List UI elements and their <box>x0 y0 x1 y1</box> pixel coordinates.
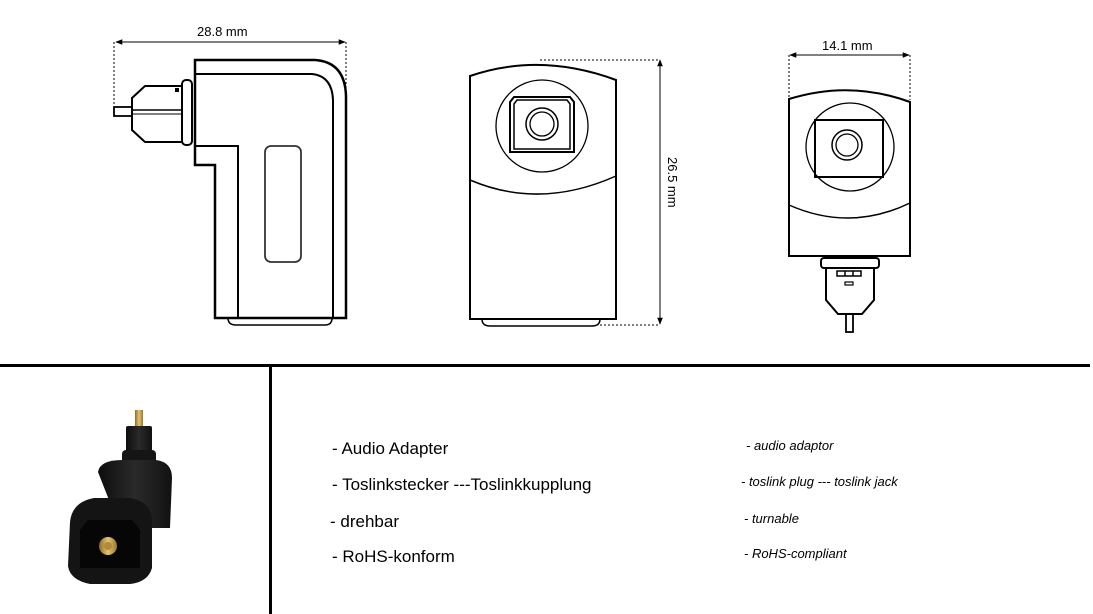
feature-en-3: - turnable <box>744 511 799 526</box>
feature-de-1: - Audio Adapter <box>332 439 449 458</box>
feature-en-1: - audio adaptor <box>746 438 834 453</box>
feature-de-3: - drehbar <box>330 512 399 531</box>
rear-view-drawing <box>788 52 911 333</box>
technical-drawings <box>113 39 911 333</box>
dimension-label-rear-width: 14.1 mm <box>822 38 873 53</box>
product-photo <box>68 410 172 584</box>
feature-de-4: - RoHS-konform <box>332 547 455 566</box>
feature-en-2: - toslink plug --- toslink jack <box>741 474 898 489</box>
front-view-drawing <box>469 59 663 327</box>
dimension-label-side-width: 28.8 mm <box>197 24 248 39</box>
dimension-label-front-height: 26.5 mm <box>665 157 680 208</box>
side-view-drawing <box>113 39 348 326</box>
gold-tip <box>135 410 143 428</box>
feature-en-4: - RoHS-compliant <box>744 546 847 561</box>
vertical-divider <box>269 366 272 614</box>
feature-de-2: - Toslinkstecker ---Toslinkkupplung <box>332 475 592 494</box>
horizontal-divider <box>0 364 1090 367</box>
